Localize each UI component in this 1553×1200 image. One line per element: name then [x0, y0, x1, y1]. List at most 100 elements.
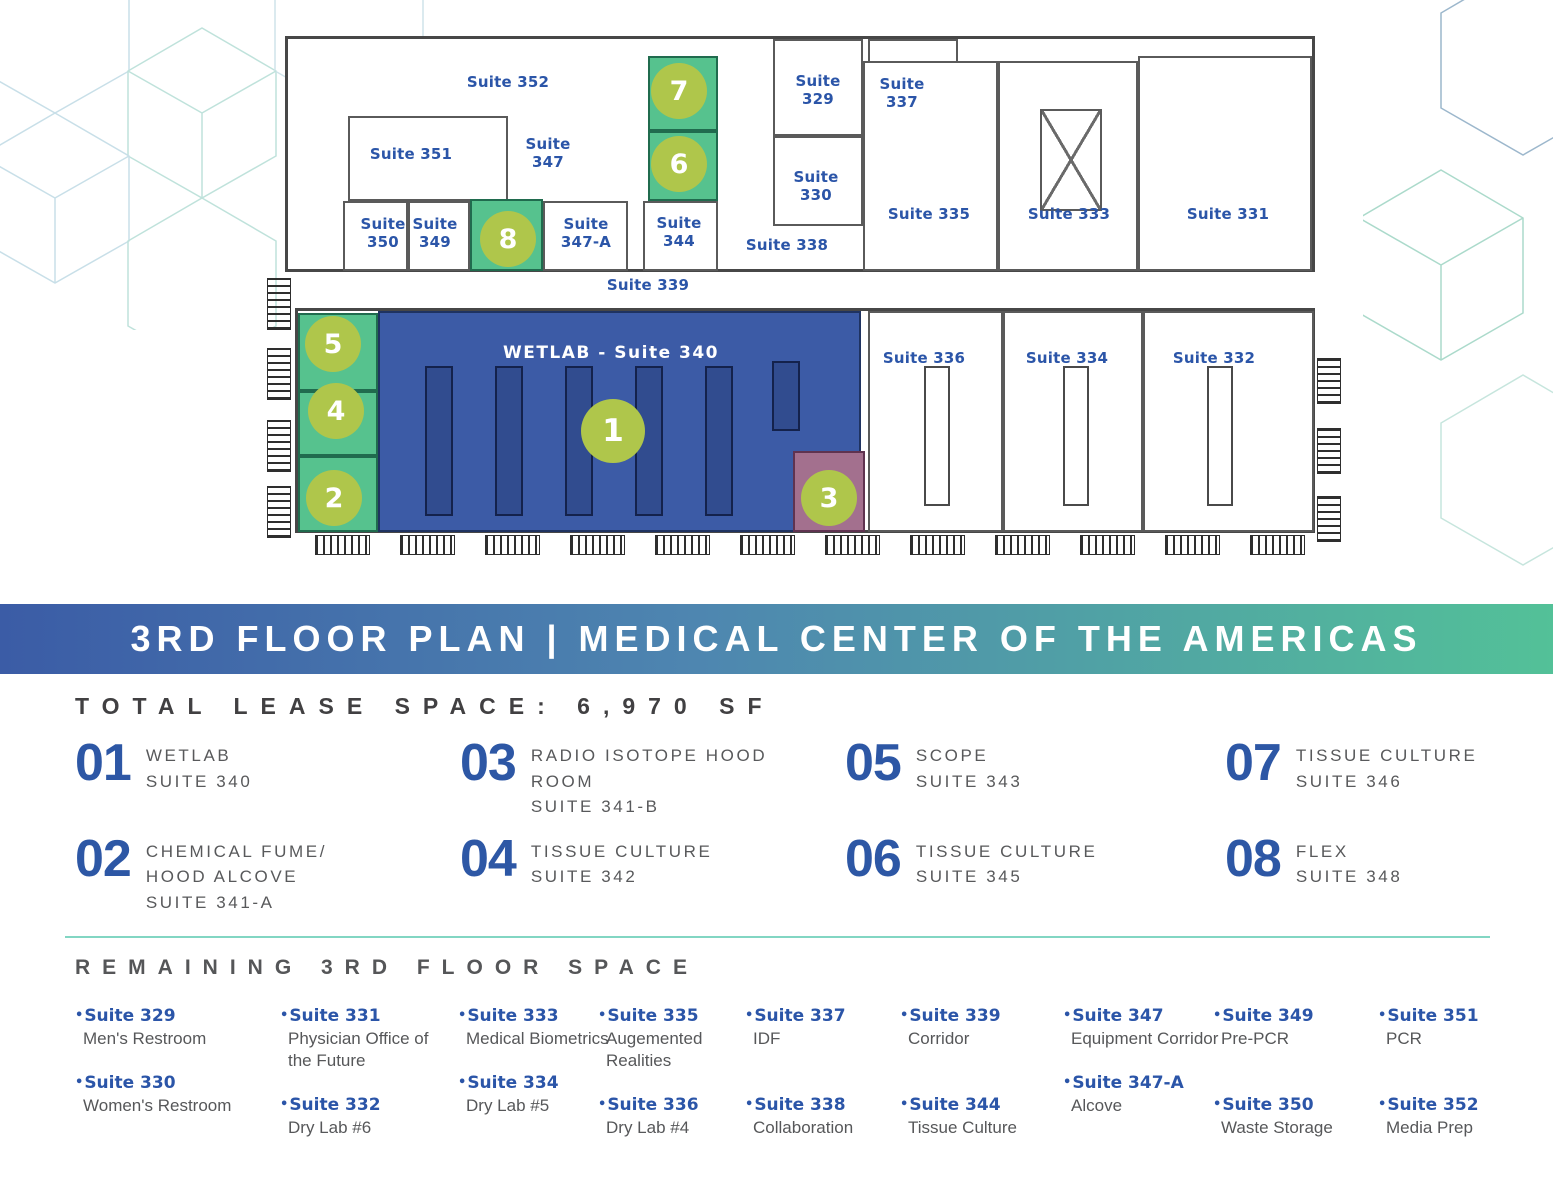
legend-number: 01 — [75, 734, 132, 792]
lab-bench — [1063, 366, 1089, 506]
remaining-entry: •Suite 350 Waste Storage — [1213, 1094, 1385, 1139]
label-suite-330: Suite 330 — [793, 168, 839, 204]
legend-item-05: 05 SCOPE SUITE 343 — [845, 737, 1225, 794]
legend-item-03: 03 RADIO ISOTOPE HOOD ROOM SUITE 341-B — [460, 737, 845, 820]
bullet: • — [745, 1097, 754, 1113]
label-suite-347a: Suite 347-A — [560, 215, 612, 251]
legend-suite: SUITE 348 — [1295, 867, 1403, 886]
bullet: • — [745, 1008, 754, 1023]
legend-text: RADIO ISOTOPE HOOD ROOM SUITE 341-B — [531, 740, 776, 820]
remaining-suite: •Suite 347 — [1063, 1006, 1164, 1026]
legend-name: TISSUE CULTURE — [1295, 746, 1478, 765]
remaining-desc: Women's Restroom — [83, 1095, 232, 1115]
remaining-suite: •Suite 338 — [745, 1095, 846, 1116]
remaining-heading: REMAINING 3RD FLOOR SPACE — [75, 956, 699, 979]
room-suite-330 — [773, 136, 863, 226]
remaining-desc: Medical Biometrics — [466, 1028, 609, 1048]
window-hatch — [910, 535, 965, 555]
bullet: • — [900, 1008, 909, 1023]
room-suite-350 — [343, 201, 408, 271]
label-suite-334: Suite 334 — [1025, 349, 1109, 367]
remaining-entry: •Suite 329 Men's Restroom — [75, 1005, 270, 1050]
window-hatch — [1250, 535, 1305, 555]
marker-8: 8 — [480, 211, 536, 267]
label-suite-351: Suite 351 — [369, 145, 453, 163]
room-suite-344 — [643, 201, 718, 271]
window-hatch — [315, 535, 370, 555]
label-suite-352: Suite 352 — [466, 73, 550, 91]
legend-suite: SUITE 341-B — [530, 797, 660, 816]
remaining-desc: Physician Office of the Future — [288, 1028, 429, 1071]
elevator-shaft — [1040, 109, 1102, 211]
bullet: • — [1063, 1008, 1072, 1023]
remaining-entry: •Suite 339 Corridor — [900, 1005, 1072, 1050]
remaining-suite: •Suite 352 — [1378, 1095, 1479, 1116]
legend-text: TISSUE CULTURE SUITE 342 — [531, 836, 776, 890]
remaining-entry: •Suite 330 Women's Restroom — [75, 1072, 270, 1117]
remaining-entry: •Suite 332 Dry Lab #6 — [280, 1094, 452, 1139]
remaining-entry: •Suite 334 Dry Lab #5 — [458, 1072, 630, 1117]
page-title: 3RD FLOOR PLAN | MEDICAL CENTER OF THE A… — [130, 618, 1423, 659]
remaining-desc: Dry Lab #5 — [466, 1095, 550, 1115]
bullet: • — [1063, 1075, 1072, 1091]
legend-item-04: 04 TISSUE CULTURE SUITE 342 — [460, 833, 845, 890]
window-hatch — [267, 420, 291, 472]
remaining-desc: Waste Storage — [1221, 1117, 1333, 1137]
bullet: • — [900, 1097, 909, 1113]
remaining-entry: •Suite 347 Equipment Corridor — [1063, 1005, 1223, 1050]
bullet: • — [598, 1097, 607, 1113]
legend-name: WETLAB — [145, 746, 232, 765]
remaining-desc: Augemented Realities — [606, 1028, 703, 1071]
legend-item-02: 02 CHEMICAL FUME/ HOOD ALCOVE SUITE 341-… — [75, 833, 460, 916]
bullet: • — [1378, 1097, 1387, 1113]
window-hatch — [267, 348, 291, 400]
label-suite-344: Suite 344 — [656, 214, 702, 250]
window-hatch — [267, 278, 291, 330]
room-suite-349 — [408, 201, 470, 271]
legend-name: TISSUE CULTURE — [915, 841, 1098, 861]
remaining-desc: PCR — [1386, 1028, 1422, 1048]
window-hatch — [825, 535, 880, 555]
bullet: • — [75, 1008, 84, 1023]
remaining-desc: Equipment Corridor — [1071, 1028, 1219, 1048]
label-suite-349: Suite 349 — [412, 215, 458, 251]
legend-item-01: 01 WETLAB SUITE 340 — [75, 734, 460, 794]
legend-name: TISSUE CULTURE — [530, 841, 713, 861]
remaining-desc: Media Prep — [1386, 1117, 1473, 1137]
section-divider — [65, 936, 1490, 938]
label-suite-335: Suite 335 — [887, 205, 971, 223]
remaining-column: •Suite 331 Physician Office of the Futur… — [280, 1005, 452, 1161]
lab-bench — [425, 366, 453, 516]
remaining-column: •Suite 349 Pre-PCR •Suite 350 Waste Stor… — [1213, 1005, 1385, 1161]
remaining-suite: •Suite 329 — [75, 1006, 176, 1026]
label-suite-331: Suite 331 — [1186, 205, 1270, 223]
remaining-desc: Pre-PCR — [1221, 1028, 1290, 1048]
window-hatch — [740, 535, 795, 555]
remaining-desc: Men's Restroom — [83, 1028, 207, 1048]
legend-text: TISSUE CULTURE SUITE 345 — [916, 836, 1161, 890]
window-hatch — [995, 535, 1050, 555]
label-suite-332: Suite 332 — [1172, 349, 1256, 367]
remaining-column: •Suite 347 Equipment Corridor •Suite 347… — [1063, 1005, 1223, 1139]
remaining-entry: •Suite 351 PCR — [1378, 1005, 1550, 1050]
window-hatch — [1317, 358, 1341, 404]
label-suite-333: Suite 333 — [1027, 205, 1111, 223]
remaining-entry: •Suite 347-A Alcove — [1063, 1072, 1223, 1117]
remaining-desc: Collaboration — [753, 1117, 854, 1137]
room-suite-334 — [1003, 311, 1143, 532]
bullet: • — [75, 1075, 84, 1091]
remaining-desc: Alcove — [1071, 1095, 1123, 1115]
remaining-suite: •Suite 330 — [75, 1073, 176, 1094]
legend-number: 06 — [845, 829, 902, 888]
legend-item-08: 08 FLEX SUITE 348 — [1225, 833, 1541, 890]
remaining-column: •Suite 337 IDF •Suite 338 Collaboration — [745, 1005, 917, 1161]
marker-3: 3 — [801, 470, 857, 526]
legend-name: RADIO ISOTOPE HOOD ROOM — [530, 746, 768, 791]
remaining-entry: •Suite 352 Media Prep — [1378, 1094, 1550, 1139]
remaining-entry: •Suite 349 Pre-PCR — [1213, 1005, 1385, 1050]
marker-7: 7 — [651, 63, 707, 119]
remaining-entry: •Suite 338 Collaboration — [745, 1094, 917, 1139]
legend-suite: SUITE 342 — [530, 867, 638, 886]
remaining-suite: •Suite 349 — [1213, 1006, 1314, 1026]
hex-pattern-right — [1363, 0, 1553, 566]
